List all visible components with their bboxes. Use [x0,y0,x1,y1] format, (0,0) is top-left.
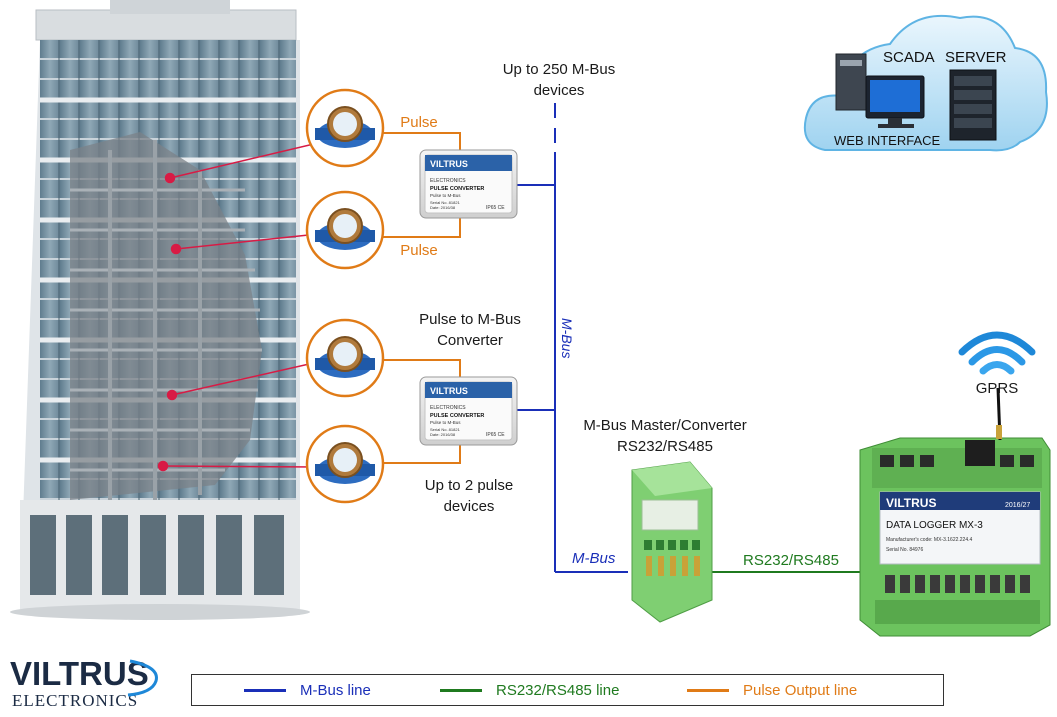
water-meter-3 [305,318,385,398]
converter-brand: VILTRUS [430,386,468,396]
converter-serial: Serial No. 81821 [430,427,461,432]
cloud-web-interface-label: WEB INTERFACE [834,133,941,148]
data-logger-device: VILTRUS 2016/27 DATA LOGGER MX-3 Manufac… [859,387,1051,637]
up-to-2-label: Up to 2 pulse devices [424,477,514,515]
logo-swoosh-icon [127,659,158,697]
converter-date: Date: 2016/38 [430,432,456,437]
pulse-label-bottom: Pulse [400,242,438,259]
legend-swatch-pulse [687,688,729,692]
pulse-converter-top: VILTRUS ELECTRONICS PULSE CONVERTER Puls… [419,149,518,219]
wifi-icon [958,331,1036,375]
cloud-scada-label: SCADA [883,49,935,66]
legend-swatch-rs [440,688,482,692]
cloud-server-label: SERVER [945,49,1007,66]
mbus-master-label: M-Bus Master/Converter RS232/RS485 [583,417,747,455]
converter-subtitle: Pulse to M-Bus [430,193,461,198]
gprs-label: GPRS [975,380,1019,397]
converter-title: PULSE CONVERTER [430,413,484,419]
logger-title: DATA LOGGER MX-3 [886,520,983,531]
converter-title: PULSE CONVERTER [430,186,484,192]
logger-serial: Serial No. 84976 [886,547,923,553]
mbus-lines [517,103,628,573]
legend-label-mbus: M-Bus line [300,681,371,699]
converter-marks: IP65 CE [486,205,505,211]
pulse-label-top: Pulse [400,114,438,131]
water-meter-1 [305,88,385,168]
building [10,0,310,620]
mbus-master-device [631,461,713,623]
legend-item-mbus: M-Bus line [244,675,371,705]
converter-date: Date: 2016/38 [430,205,456,210]
pulse-converter-label: Pulse to M-Bus Converter [419,311,521,349]
converter-brand-sub: ELECTRONICS [430,178,466,184]
server-icon [949,69,997,141]
legend-swatch-mbus [244,688,286,692]
converter-brand-sub: ELECTRONICS [430,405,466,411]
logger-brand: VILTRUS [886,496,936,510]
up-to-250-label: Up to 250 M-Bus devices [502,61,616,99]
converter-subtitle: Pulse to M-Bus [430,420,461,425]
viltrus-logo: VILTRUS ELECTRONICS [10,655,160,711]
rs-link-label: RS232/RS485 [743,552,839,569]
pulse-lines [383,132,461,464]
meter-pointers [157,142,319,472]
converter-marks: IP65 CE [486,432,505,438]
converter-serial: Serial No. 81821 [430,200,461,205]
legend: M-Bus line RS232/RS485 line Pulse Output… [191,674,944,706]
mbus-vertical-label: M-Bus [559,318,575,358]
converter-brand: VILTRUS [430,159,468,169]
legend-label-pulse: Pulse Output line [743,681,858,699]
legend-label-rs: RS232/RS485 line [496,681,620,699]
logger-year: 2016/27 [1005,502,1030,509]
pulse-converter-bottom: VILTRUS ELECTRONICS PULSE CONVERTER Puls… [419,376,518,446]
water-meter-4 [305,424,385,504]
logger-code: Manufacturer's code: MX-3.1622.224.4 [886,537,973,543]
water-meter-2 [305,190,385,270]
scada-computer-icon [835,53,925,128]
mbus-horizontal-label: M-Bus [572,550,616,567]
legend-item-pulse: Pulse Output line [687,675,857,705]
legend-item-rs: RS232/RS485 line [440,675,619,705]
